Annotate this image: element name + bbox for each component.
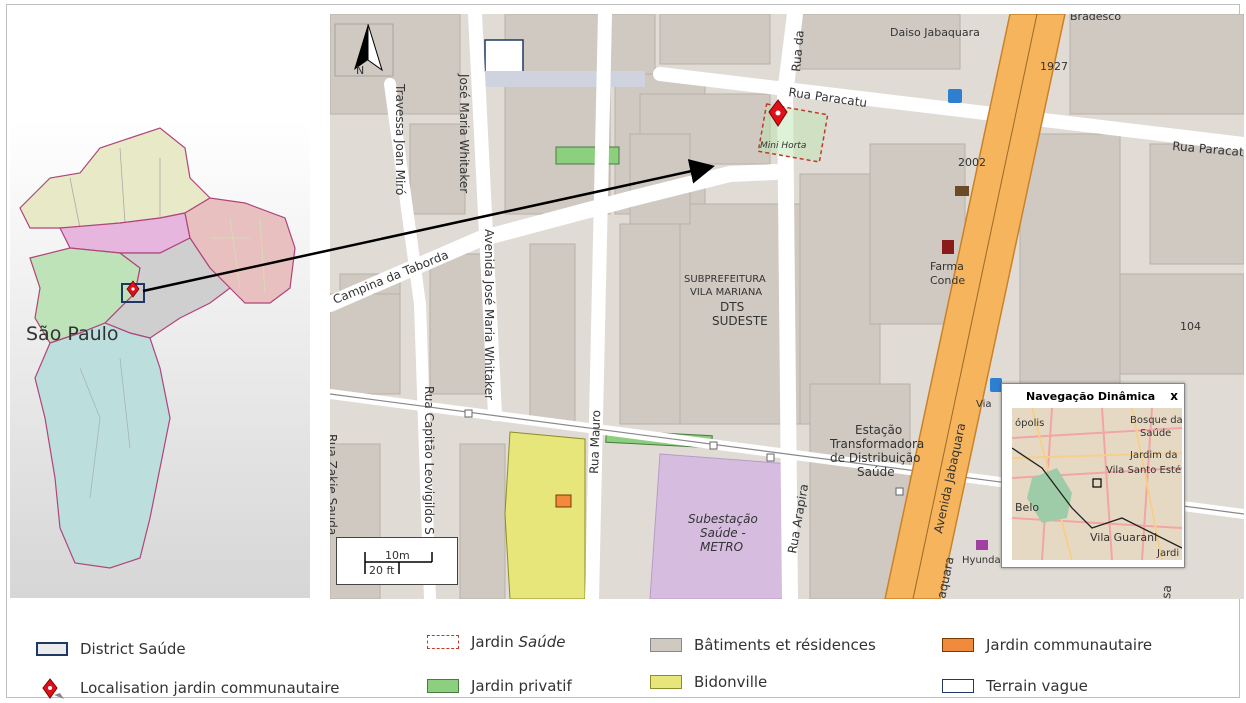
legend-marker-icon <box>36 677 68 699</box>
place-subestacao-1: Subestação <box>688 512 758 526</box>
city-label: São Paulo <box>26 323 119 345</box>
inset-location-marker <box>126 280 140 298</box>
place-subestacao-2: Saúde - <box>700 526 746 540</box>
nav-label-vila-guarani: Vila Guarani <box>1090 531 1157 544</box>
legend-label-district: District Saúde <box>80 640 186 658</box>
place-estacao-3: de Distribuição <box>830 451 920 465</box>
zone-south <box>34 322 171 569</box>
scale-bar: 10m 20 ft <box>336 537 458 585</box>
legend-jardin-saude: Jardin Saúde <box>427 633 565 651</box>
legend-label-location: Localisation jardin communautaire <box>80 679 340 697</box>
nav-label-opolis: ópolis <box>1015 417 1044 429</box>
place-dts-1: DTS <box>720 300 744 314</box>
scale-metric: 10m <box>385 549 410 562</box>
street-label-capitao: Rua Capitão Leovigildo S <box>422 386 436 535</box>
place-estacao-2: Transformadora <box>829 437 924 451</box>
legend-swatch-community <box>942 638 974 652</box>
place-farma-1: Farma <box>930 260 964 273</box>
street-label-jose-top: José Maria Whitaker <box>457 73 471 193</box>
legend-label-jardin-saude-prefix: Jardin <box>471 633 519 651</box>
place-bradesco: Bradesco <box>1070 14 1121 23</box>
north-label: N <box>356 64 364 77</box>
vacant-lot <box>484 39 524 77</box>
nav-label-jardim-da: Jardim da <box>1129 450 1178 461</box>
legend-location: Localisation jardin communautaire <box>36 677 339 699</box>
place-subestacao-3: METRO <box>700 540 743 554</box>
street-label-travessa: Travessa Joan Miró <box>393 83 407 195</box>
nav-label-belo: Belo <box>1015 501 1039 514</box>
number-1927: 1927 <box>1040 60 1068 73</box>
street-label-rua-da: Rua da <box>789 30 807 73</box>
legend-swatch-slum <box>650 675 682 689</box>
dynamic-navigation-panel[interactable]: Navegação Dinâmica x ópolis Bosque da Sa… <box>1001 383 1185 568</box>
nav-label-jardi: Jardi <box>1156 548 1179 559</box>
street-label-avenida-jose: Avenida José Maria Whitaker <box>482 229 496 400</box>
number-2002: 2002 <box>958 156 986 169</box>
close-icon[interactable]: x <box>1170 389 1178 403</box>
place-estacao-1: Estação <box>855 423 902 437</box>
legend-vacant: Terrain vague <box>942 677 1088 695</box>
legend-swatch-vacant <box>942 679 974 693</box>
scale-imperial: 20 ft <box>369 564 395 577</box>
legend-label-buildings: Bâtiments et résidences <box>694 636 876 654</box>
legend-slum: Bidonville <box>650 673 767 691</box>
place-via: Via <box>976 399 992 410</box>
buildings-layer <box>330 14 1244 599</box>
bidonville-area <box>504 431 586 599</box>
legend-label-private: Jardin privatif <box>471 677 572 695</box>
street-label-mauro: Rua Mauro <box>587 410 603 474</box>
legend-district: District Saúde <box>36 640 186 658</box>
sao-paulo-inset-map: São Paulo <box>10 118 310 598</box>
street-label-sa: sa <box>1159 584 1174 599</box>
place-dts-2: SUDESTE <box>712 314 768 328</box>
legend-label-vacant: Terrain vague <box>986 677 1088 695</box>
legend-label-jardin-saude-italic: Saúde <box>518 633 566 651</box>
place-mini-horta: Mini Horta <box>760 141 806 151</box>
community-garden-plot <box>555 494 572 508</box>
legend-label-community: Jardin communautaire <box>986 636 1153 654</box>
map-location-marker <box>768 99 788 127</box>
legend-swatch-district <box>36 642 68 656</box>
private-garden-1 <box>555 146 620 165</box>
nav-title: Navegação Dinâmica <box>1026 389 1156 403</box>
nav-overview-map[interactable]: ópolis Bosque da Saúde Jardim da Vila Sa… <box>1012 408 1182 560</box>
place-estacao-4: Saúde <box>857 465 895 479</box>
place-farma-2: Conde <box>930 274 965 287</box>
legend-label-slum: Bidonville <box>694 673 768 691</box>
legend-swatch-jardin-saude <box>427 635 459 649</box>
place-hyundai: Hyunda <box>962 555 1001 566</box>
north-arrow: N <box>334 23 394 77</box>
jardin-saude-outline <box>757 103 829 163</box>
nav-header: Navegação Dinâmica x <box>1002 384 1184 408</box>
zone-north <box>19 127 211 229</box>
nav-label-bosque: Bosque da <box>1130 415 1182 426</box>
substation-metro <box>649 453 791 599</box>
nav-label-vila-santo: Vila Santo Esté <box>1106 464 1181 476</box>
place-subprefeitura-1: SUBPREFEITURA <box>684 274 766 285</box>
place-subprefeitura-2: VILA MARIANA <box>690 287 762 298</box>
legend-buildings: Bâtiments et résidences <box>650 636 876 654</box>
legend-swatch-buildings <box>650 638 682 652</box>
legend-community: Jardin communautaire <box>942 636 1152 654</box>
street-label-zakie: Rua Zakie Sauda <box>330 434 339 535</box>
number-104: 104 <box>1180 320 1201 333</box>
legend-private: Jardin privatif <box>427 677 572 695</box>
place-daiso: Daiso Jabaquara <box>890 26 980 39</box>
nav-label-saude: Saúde <box>1140 427 1171 439</box>
legend-swatch-private <box>427 679 459 693</box>
